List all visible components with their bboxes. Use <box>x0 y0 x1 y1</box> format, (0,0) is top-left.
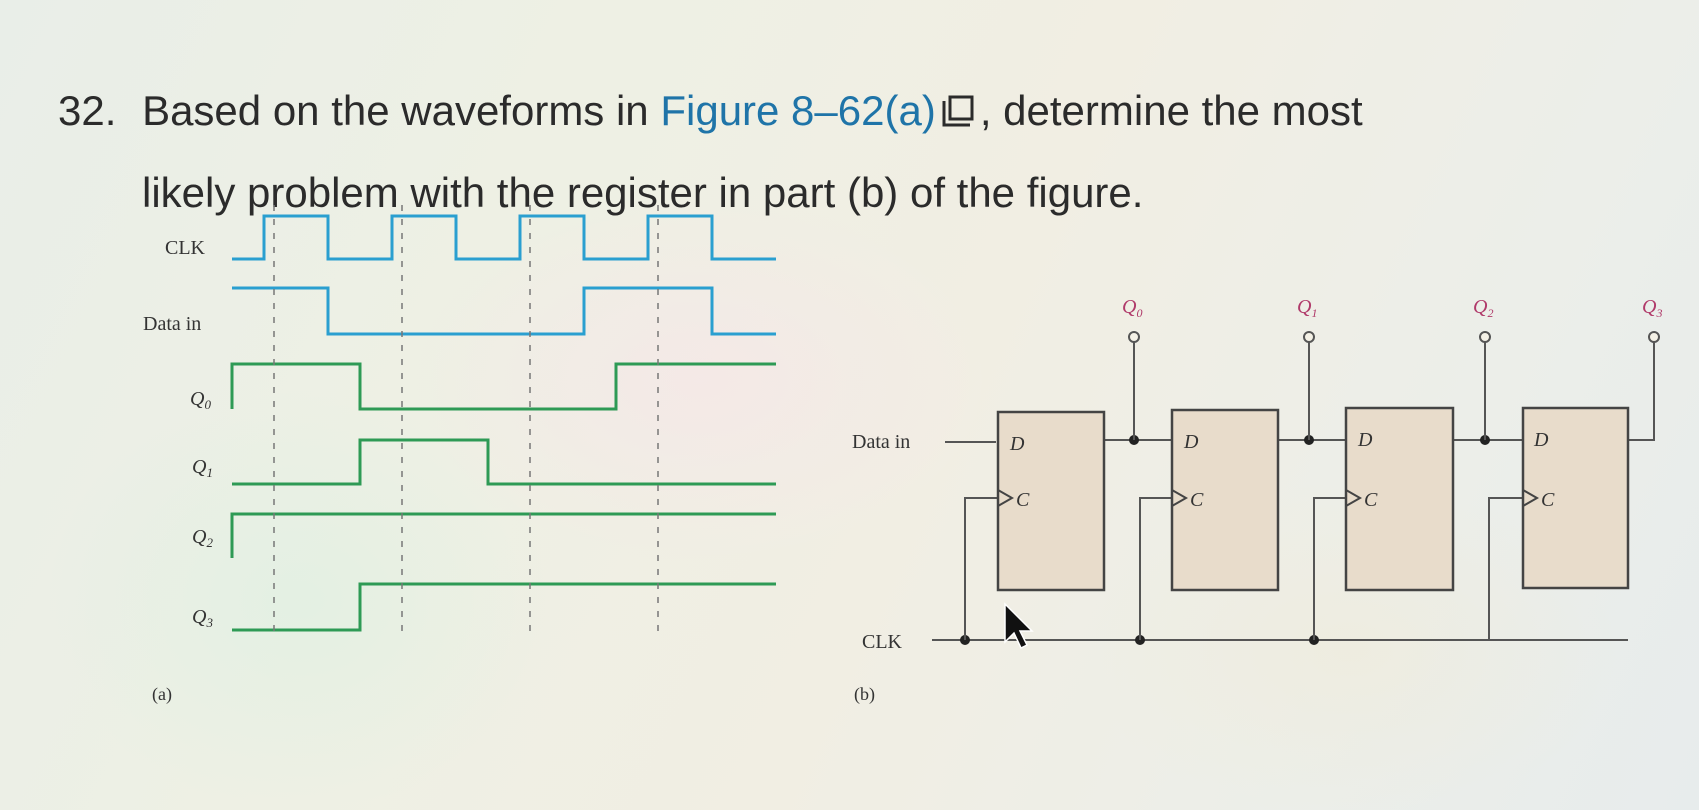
flip-flop-2: D C <box>1344 406 1455 592</box>
ff3-clock-triangle <box>1522 489 1540 507</box>
label-q1: Q1 <box>192 456 213 480</box>
q3-terminal <box>1648 331 1660 343</box>
waveform-q0 <box>230 362 776 411</box>
waveform-data-in <box>232 286 776 336</box>
clk-feed-ff1 <box>1139 497 1172 640</box>
waveforms <box>230 214 776 632</box>
ff1-d-pin: D <box>1183 431 1199 453</box>
ff3-d-pin: D <box>1533 429 1549 451</box>
clock-edge-guides <box>273 205 659 632</box>
mouse-pointer-icon <box>1004 602 1034 650</box>
question-text: 32. Based on the waveforms in Figure 8–6… <box>58 72 1618 232</box>
ff0-c-pin: C <box>1016 489 1030 511</box>
panel-label-b: (b) <box>854 684 875 705</box>
label-clk-b: CLK <box>862 631 903 653</box>
panel-label-a: (a) <box>152 684 172 705</box>
waveform-q1 <box>232 438 776 486</box>
clk-feed-ff0 <box>964 497 1000 640</box>
q2-terminal <box>1479 331 1491 343</box>
q3-stub <box>1628 342 1655 441</box>
clk-feed-ff2 <box>1313 497 1348 640</box>
ff1-c-pin: C <box>1190 489 1204 511</box>
q0-terminal <box>1128 331 1140 343</box>
flip-flop-3: D C <box>1521 406 1630 590</box>
output-label-q0: Q0 <box>1122 296 1142 320</box>
waveform-clk <box>232 214 776 261</box>
ff2-clock-triangle <box>1345 489 1363 507</box>
question-text-line1-end: , determine the most <box>979 87 1363 134</box>
waveform-q3 <box>232 582 776 632</box>
label-q0: Q0 <box>190 388 211 412</box>
label-data-in: Data in <box>143 313 201 335</box>
label-data-in-b: Data in <box>852 431 910 453</box>
ff1-clock-triangle <box>1171 489 1189 507</box>
label-q3: Q3 <box>192 606 213 630</box>
q1-terminal <box>1303 331 1315 343</box>
ff0-clock-triangle <box>997 489 1015 507</box>
output-label-q1: Q1 <box>1297 296 1317 320</box>
clk-feed-ff3 <box>1488 497 1523 640</box>
label-clk: CLK <box>165 237 206 259</box>
question-text-start: Based on the waveforms in <box>142 87 649 134</box>
ff3-c-pin: C <box>1541 489 1555 511</box>
flip-flop-0: D C <box>996 410 1106 592</box>
question-text-line2: likely problem with the register in part… <box>142 169 1144 216</box>
external-link-icon[interactable] <box>940 76 976 154</box>
ff2-c-pin: C <box>1364 489 1378 511</box>
figure-link[interactable]: Figure 8–62(a) <box>660 87 936 134</box>
output-label-q2: Q2 <box>1473 296 1493 320</box>
ff2-d-pin: D <box>1357 429 1373 451</box>
ff0-d-pin: D <box>1009 433 1025 455</box>
label-q2: Q2 <box>192 526 213 550</box>
output-label-q3: Q3 <box>1642 296 1662 320</box>
waveform-q2 <box>230 512 776 558</box>
flip-flop-1: D C <box>1170 408 1280 592</box>
question-number: 32. <box>58 87 117 134</box>
register-schematic: Data in CLK Q0 Q1 Q2 Q3 <box>852 296 1662 705</box>
